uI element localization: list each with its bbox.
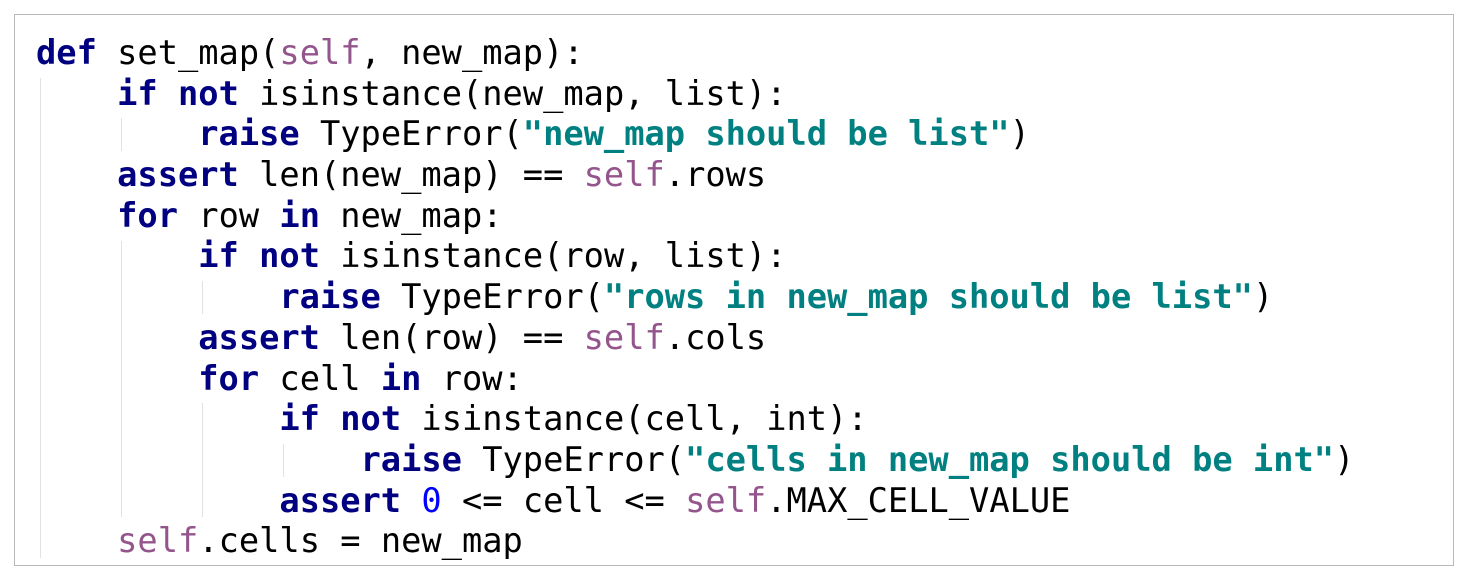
indent-guide — [121, 118, 123, 152]
code-token: .MAX_CELL_VALUE — [766, 480, 1071, 520]
code-line[interactable]: if not isinstance(cell, int): — [36, 399, 1354, 440]
indent — [36, 318, 198, 357]
code-token: cell — [259, 358, 381, 398]
code-token: self — [583, 155, 665, 195]
code-token: isinstance(row, list): — [320, 236, 787, 276]
code-token: row — [178, 195, 280, 235]
code-token: self — [117, 521, 199, 561]
code-token: ) — [1009, 114, 1030, 154]
indent — [36, 155, 117, 194]
code-token: len(row) == — [319, 317, 584, 357]
code-token: self — [279, 33, 361, 72]
code-token: not — [178, 73, 239, 113]
code-token: row: — [421, 358, 523, 398]
code-line[interactable]: self.cells = new_map — [36, 521, 1354, 562]
code-token: .rows — [664, 155, 767, 195]
code-line[interactable]: raise TypeError("new_map should be list"… — [36, 114, 1354, 155]
indent — [36, 74, 117, 113]
indent-guide — [40, 77, 41, 559]
code-token: TypeError( — [380, 277, 604, 317]
code-token: raise — [198, 114, 300, 154]
indent — [36, 196, 117, 235]
code-token — [158, 74, 178, 113]
code-token: not — [259, 236, 320, 276]
code-line[interactable]: raise TypeError("cells in new_map should… — [36, 439, 1355, 481]
indent — [36, 399, 279, 438]
code-token — [320, 399, 340, 438]
code-line[interactable]: def set_map(self, new_map): — [36, 33, 1354, 74]
code-token: assert — [117, 155, 239, 195]
code-token: in — [279, 195, 320, 235]
code-block[interactable]: def set_map(self, new_map): if not isins… — [36, 33, 1354, 562]
indent — [36, 481, 279, 520]
code-token: isinstance(new_map, list): — [238, 73, 787, 113]
indent — [36, 359, 198, 398]
code-token: for — [117, 195, 178, 235]
code-line[interactable]: if not isinstance(new_map, list): — [36, 74, 1354, 115]
code-token: self — [685, 480, 767, 520]
code-token: for — [198, 358, 260, 398]
code-token: TypeError( — [299, 114, 523, 154]
code-token: if — [117, 73, 158, 113]
code-token: raise — [360, 439, 462, 479]
code-token: ) — [1334, 439, 1355, 479]
indent — [36, 277, 279, 316]
code-line[interactable]: assert len(row) == self.cols — [36, 318, 1354, 359]
code-token: self — [583, 317, 665, 357]
code-token — [401, 481, 421, 520]
code-line[interactable]: assert 0 <= cell <= self.MAX_CELL_VALUE — [36, 481, 1354, 522]
code-line[interactable]: raise TypeError("rows in new_map should … — [36, 277, 1354, 318]
indent — [36, 236, 198, 275]
code-token: new_map: — [320, 195, 503, 235]
indent-guide — [121, 240, 123, 518]
code-token: if — [279, 399, 320, 439]
code-token: 0 — [421, 480, 442, 520]
code-token: ) — [1252, 277, 1274, 317]
indent — [36, 114, 198, 153]
code-token: .cols — [664, 317, 767, 357]
code-token — [239, 236, 259, 275]
code-token: in — [380, 358, 422, 398]
code-line[interactable]: for cell in row: — [36, 359, 1354, 400]
indent — [36, 521, 117, 560]
code-token: assert — [279, 480, 402, 520]
code-token: not — [340, 399, 402, 439]
code-token: "new_map should be list" — [522, 114, 1010, 154]
code-token: TypeError( — [461, 439, 686, 479]
code-token: def — [36, 33, 97, 72]
indent-guide — [202, 281, 204, 314]
code-token: raise — [279, 277, 381, 317]
code-token: "cells in new_map should be int" — [685, 439, 1335, 479]
code-token: , new_map): — [360, 33, 584, 72]
code-line[interactable]: for row in new_map: — [36, 196, 1354, 237]
code-token: len(new_map) == — [238, 155, 584, 195]
code-token: assert — [198, 317, 320, 357]
code-editor[interactable]: def set_map(self, new_map): if not isins… — [14, 14, 1454, 566]
code-token: <= cell <= — [441, 480, 686, 520]
code-token: if — [198, 236, 239, 276]
code-line[interactable]: assert len(new_map) == self.rows — [36, 155, 1354, 196]
code-token: set_map( — [96, 33, 280, 72]
code-token: isinstance(cell, int): — [401, 399, 868, 439]
code-token: "rows in new_map should be list" — [603, 277, 1253, 317]
indent-guide — [283, 444, 285, 477]
code-line[interactable]: if not isinstance(row, list): — [36, 236, 1354, 277]
code-token: .cells = new_map — [198, 521, 523, 561]
indent — [36, 440, 361, 479]
indent-guide — [202, 403, 204, 518]
